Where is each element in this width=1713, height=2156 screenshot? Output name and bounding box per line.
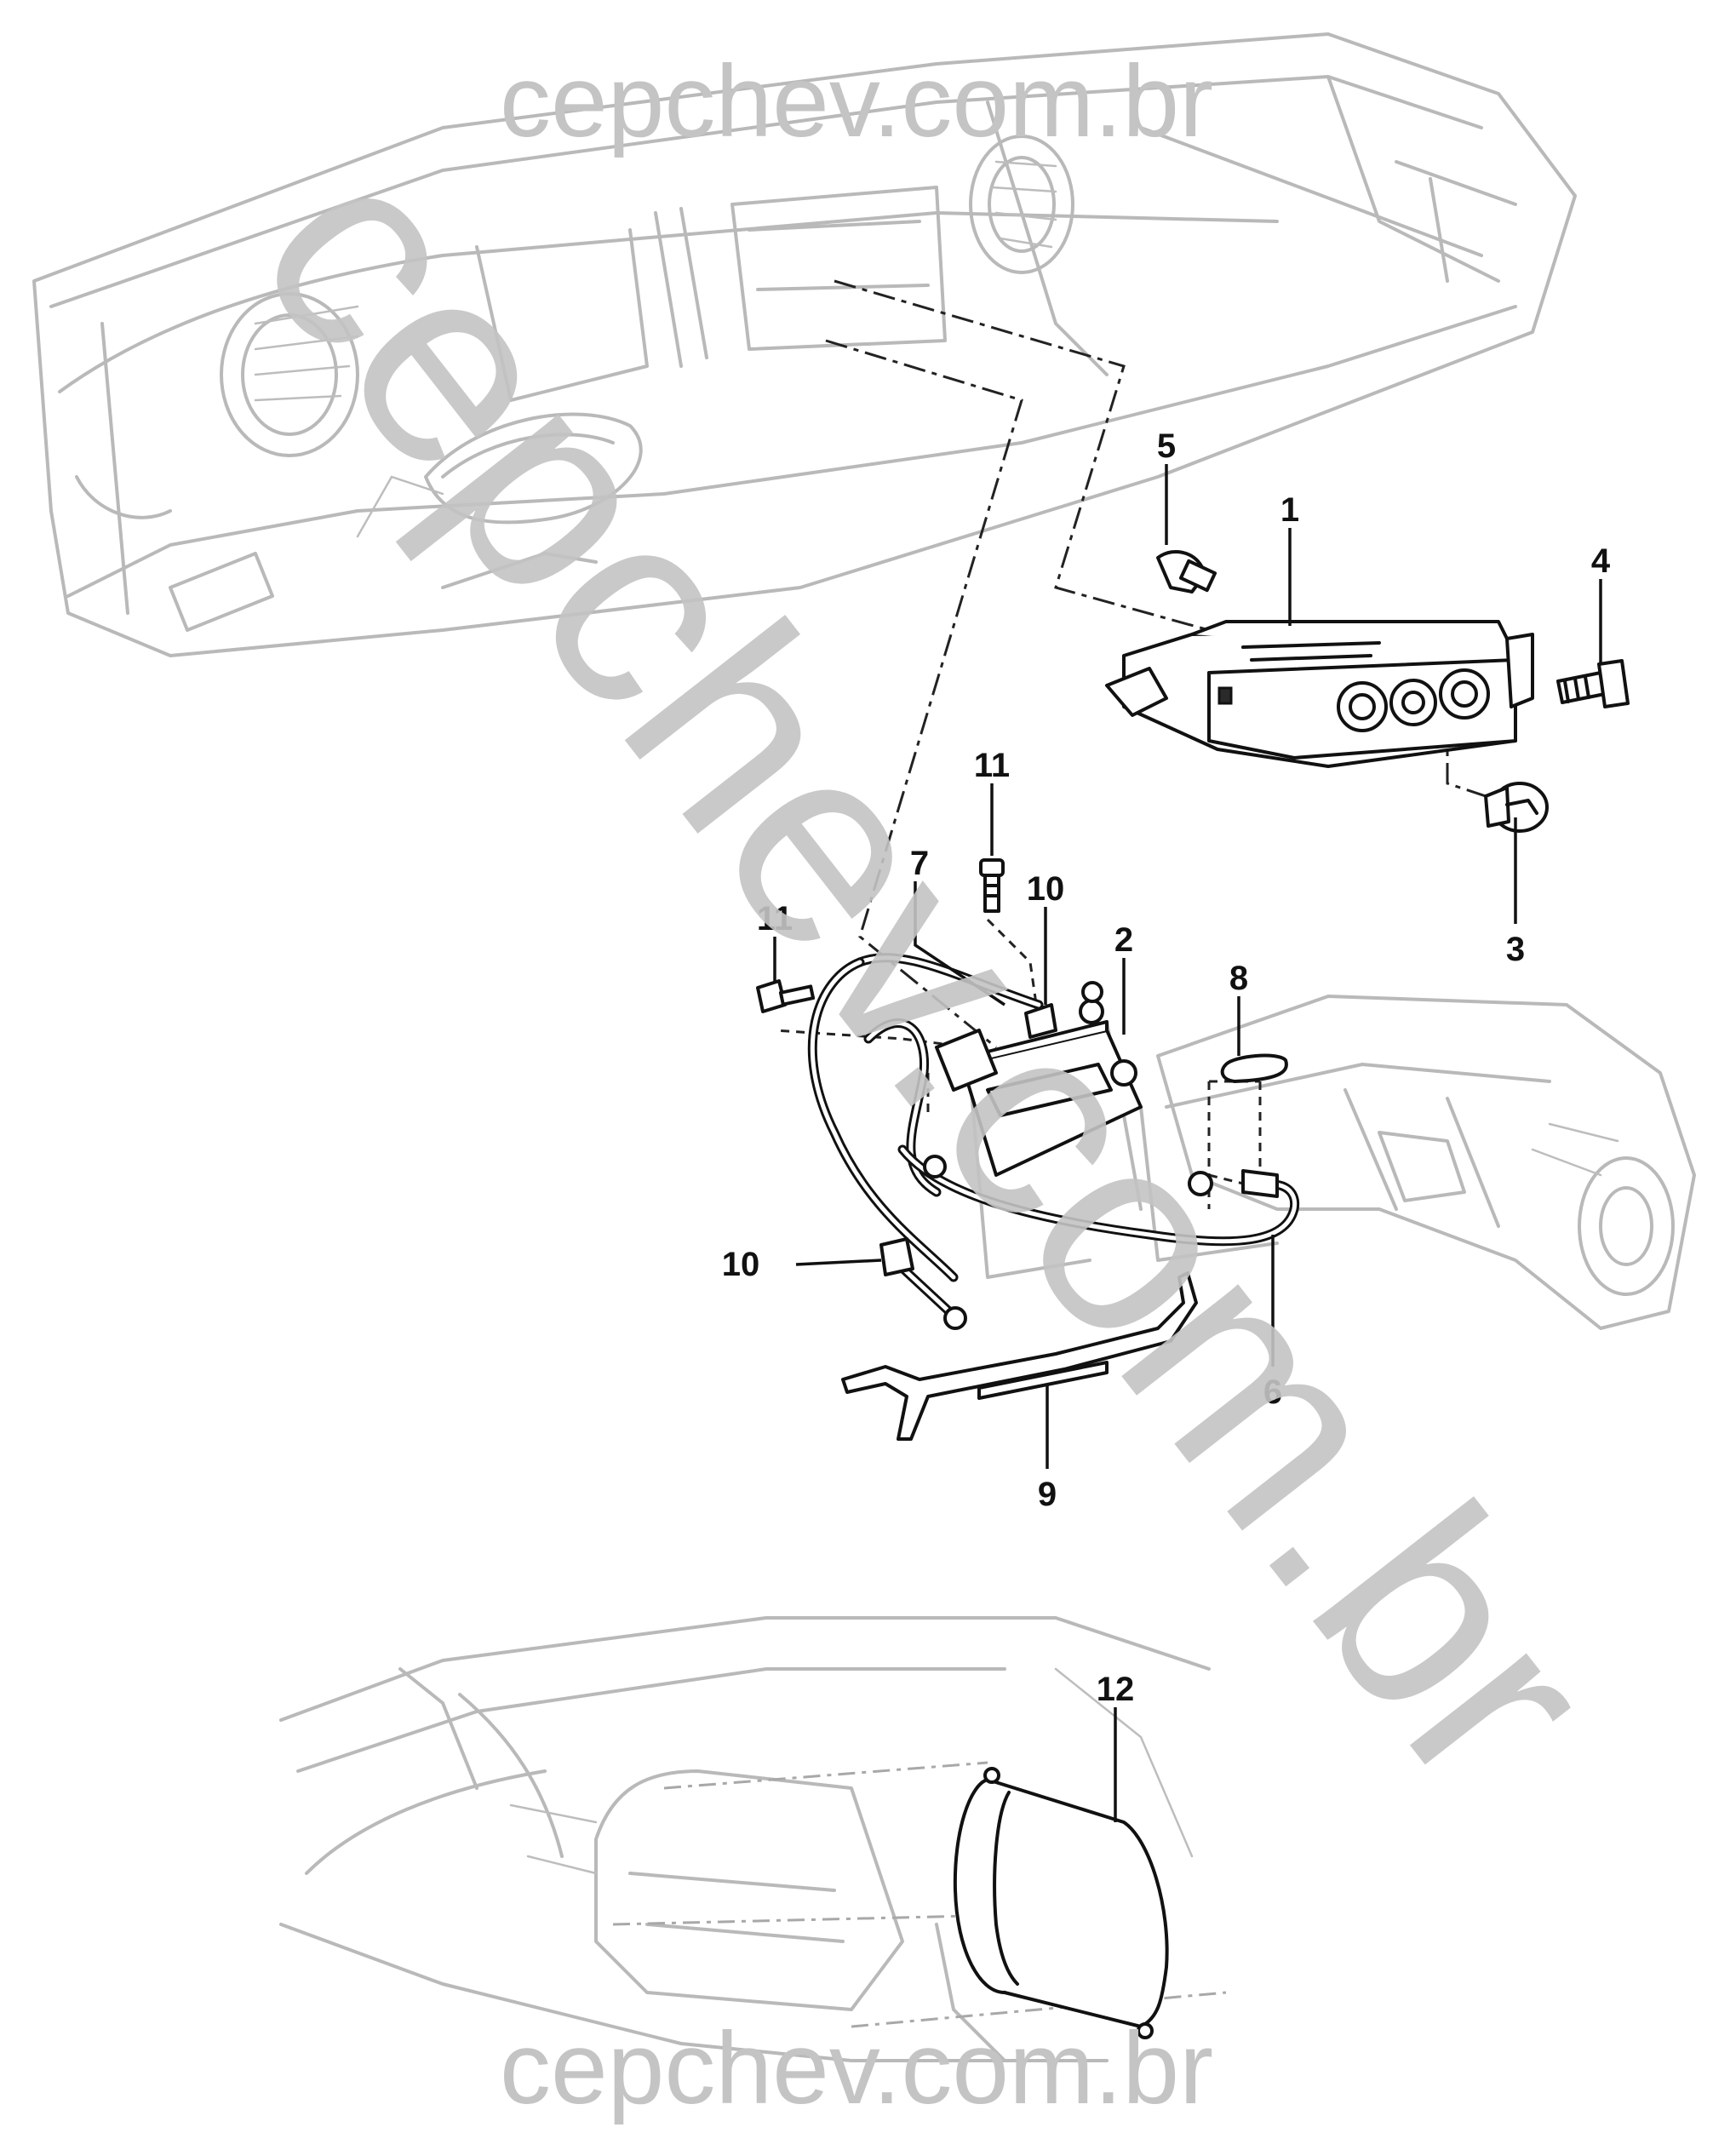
part-clip — [1220, 1053, 1288, 1083]
part-airbag-module — [953, 1767, 1169, 2039]
callout-11-left: 11 — [757, 900, 793, 938]
part-bulb — [1156, 549, 1217, 593]
dashboard-ghost-illustration — [32, 32, 1577, 657]
callout-7: 7 — [910, 845, 929, 882]
part-outlet-bezel — [935, 1020, 1143, 1177]
part-cables — [807, 953, 1300, 1330]
leader-lines — [773, 464, 1602, 1822]
callout-8: 8 — [1229, 960, 1248, 997]
callout-9: 9 — [1038, 1476, 1057, 1513]
callout-5: 5 — [1157, 427, 1176, 465]
part-hvac-control-module — [1105, 620, 1534, 768]
part-knob — [1484, 782, 1549, 833]
callout-10-upper: 10 — [1027, 870, 1065, 908]
glovebox-ghost-illustration — [279, 1616, 1211, 2062]
part-cable-clip-upper — [1024, 981, 1103, 1039]
watermark-bottom: cepchev.com.br — [500, 2011, 1213, 2125]
part-retaining-rod — [841, 1271, 1198, 1441]
callout-4: 4 — [1591, 542, 1611, 580]
callout-6: 6 — [1263, 1373, 1282, 1411]
callout-10-lower: 10 — [722, 1246, 760, 1283]
watermarks: cepchev.com.br cepchev.com.br cepchev.co… — [199, 44, 1657, 2125]
callout-11-upper: 11 — [974, 747, 1010, 784]
part-bolt-left — [756, 979, 816, 1013]
callout-2: 2 — [1114, 921, 1133, 959]
watermark-diagonal: cepchev.com.br — [199, 100, 1657, 1842]
part-screw — [1556, 659, 1630, 708]
callouts: 1 2 3 4 5 6 7 8 9 10 10 11 11 12 — [722, 427, 1611, 1708]
callout-3: 3 — [1506, 931, 1525, 968]
callout-1: 1 — [1280, 491, 1299, 529]
part-bolt-upper — [979, 858, 1005, 913]
connection-lines — [612, 279, 1499, 2028]
callout-12: 12 — [1097, 1671, 1135, 1708]
watermark-top: cepchev.com.br — [500, 44, 1213, 158]
part-cable-clip-lower — [879, 1237, 914, 1276]
